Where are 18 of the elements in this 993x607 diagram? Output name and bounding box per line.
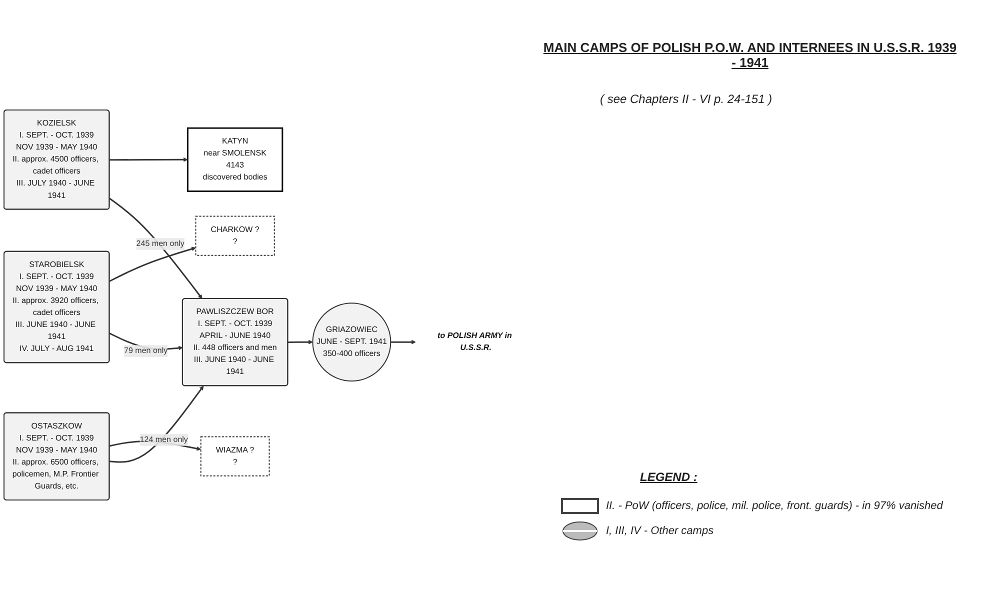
edge-label: 124 men only [140,435,188,444]
legend-heading: LEGEND : [640,470,698,484]
arrow [109,246,196,282]
diagram-title: MAIN CAMPS OF POLISH P.O.W. AND INTERNEES IN U.S.S.R. 1939 - 1941 [542,40,958,70]
arrow [109,157,188,162]
node-box: WIAZMA ? ? [200,436,270,476]
arrow [288,340,313,344]
arrow [109,198,202,299]
edge-label: 79 men only [124,346,168,356]
legend-text: I, III, IV - Other camps [606,525,714,537]
node-box: KATYN near SMOLENSK 4143 discovered bodies [186,127,284,192]
node-circle: GRIAZOWIEC JUNE - SEPT. 1941 350-400 officers [312,302,392,382]
arrow [390,340,416,344]
node-text: to POLISH ARMY in U.S.S.R. [438,332,512,352]
node-box: CHARKOW ? ? [195,216,275,256]
edge-label: 245 men only [136,239,184,248]
chapter-note: ( see Chapters II - VI p. 24-151 ) [600,92,772,106]
legend-text: II. - PoW (officers, police, mil. police, front. guards) - in 97% vanished [606,500,943,512]
